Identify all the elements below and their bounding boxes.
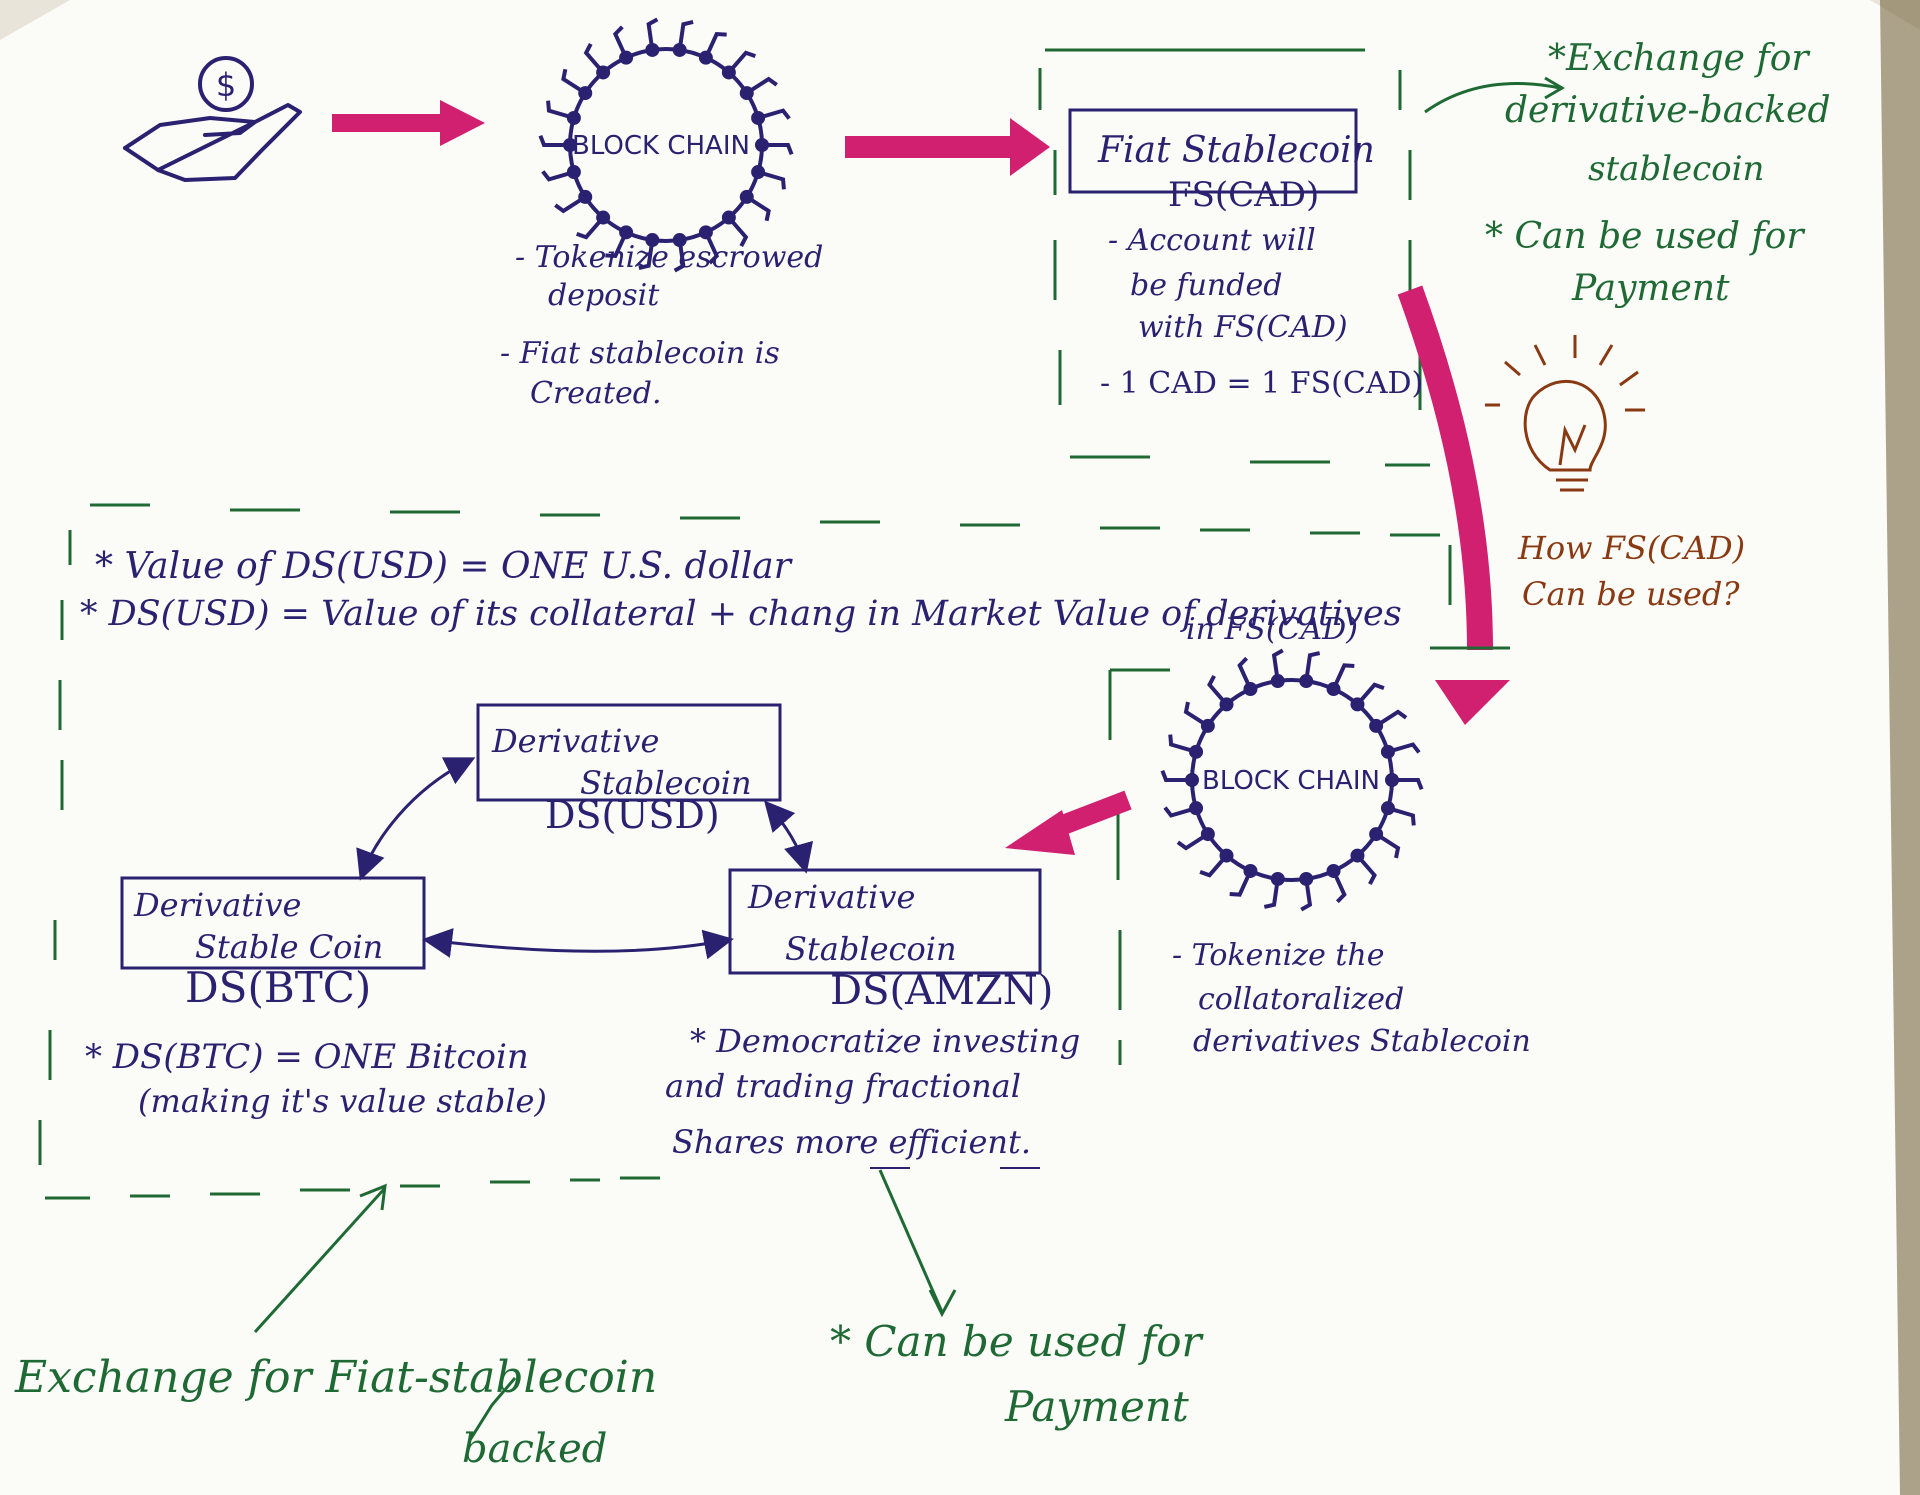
blockchain-1-note-2: deposit	[548, 278, 660, 313]
blockchain-1-note-3: - Fiat stablecoin is	[500, 336, 780, 371]
ds-amzn-title-1: Derivative	[748, 878, 916, 916]
ds-btc-title-2: Stable Coin	[195, 928, 384, 966]
ds-amzn-box	[728, 868, 1042, 975]
ds-usd-title-1: Derivative	[492, 722, 660, 760]
fiat-note-1: - Account will	[1108, 223, 1316, 258]
blockchain-2-note-3: derivatives Stablecoin	[1193, 1024, 1531, 1059]
ds-amzn-note-2: and trading fractional	[665, 1067, 1021, 1105]
blockchain-1-note-1: - Tokenize escrowed	[515, 240, 824, 275]
ds-usd-title-2: Stablecoin	[580, 764, 752, 802]
fiat-note-4: - 1 CAD = 1 FS(CAD)	[1100, 366, 1424, 401]
ds-btc-note-1: * DS(BTC) = ONE Bitcoin	[85, 1037, 529, 1077]
value-line-3: in FS(CAD)	[1186, 612, 1358, 647]
ds-amzn-code: DS(AMZN)	[830, 968, 1054, 1014]
ds-amzn-title-2: Stablecoin	[785, 930, 957, 968]
bottom-arrows	[253, 1169, 957, 1441]
blockchain-2-label: BLOCK CHAIN	[1202, 766, 1380, 796]
fiat-stablecoin-box	[1068, 108, 1358, 194]
arrow-hand-to-blockchain	[332, 100, 485, 146]
ds-btc-box	[120, 876, 426, 970]
arrow-blockchain-to-fiat	[845, 118, 1050, 176]
payment-text-2: Payment	[1005, 1382, 1189, 1431]
idea-note-1: How FS(CAD)	[1518, 529, 1746, 567]
fiat-note-2: be funded	[1130, 268, 1283, 303]
ds-btc-code: DS(BTC)	[185, 963, 372, 1012]
exchange-note-4: * Can be used for	[1485, 216, 1804, 257]
blockchain-circle-icon	[538, 17, 794, 273]
idea-note-2: Can be used?	[1522, 575, 1740, 613]
blockchain-1-label: BLOCK CHAIN	[572, 131, 750, 161]
arrow-fiat-to-blockchain-2	[1397, 285, 1510, 725]
ds-usd-code: DS(USD)	[545, 793, 720, 837]
exchange-note-3: stablecoin	[1588, 149, 1765, 189]
blockchain-circle-icon	[1160, 648, 1424, 912]
lightbulb-icon	[1485, 335, 1645, 492]
ds-btc-note-2: (making it's value stable)	[138, 1082, 547, 1120]
arrow-to-exchange-note	[1424, 82, 1561, 114]
fiat-note-3: with FS(CAD)	[1138, 310, 1348, 345]
blockchain-1-note-4: Created.	[530, 376, 662, 411]
hand-holding-dollar-icon: $	[123, 56, 302, 182]
fiat-stablecoin-code: FS(CAD)	[1168, 175, 1320, 215]
blockchain-2-note-2: collatoralized	[1198, 982, 1405, 1017]
exchange-fiat-text: Exchange for Fiat-stablecoin	[15, 1352, 658, 1403]
ds-btc-title-1: Derivative	[134, 886, 302, 924]
value-line-2: * DS(USD) = Value of its collateral + ch…	[80, 594, 1402, 634]
blockchain-2-note-1: - Tokenize the	[1172, 938, 1385, 973]
ds-amzn-note-1: * Democratize investing	[690, 1022, 1081, 1060]
arrow-blockchain-to-amzn	[1005, 790, 1132, 855]
exchange-note-5: Payment	[1572, 268, 1730, 309]
ds-connectors	[356, 757, 814, 960]
value-line-1: * Value of DS(USD) = ONE U.S. dollar	[95, 546, 791, 587]
svg-text:$: $	[216, 66, 236, 104]
fiat-section-frame	[1038, 48, 1430, 467]
payment-text-1: * Can be used for	[830, 1317, 1202, 1366]
backed-text: backed	[462, 1426, 608, 1472]
derivatives-section-frame	[38, 503, 1510, 1200]
ds-amzn-note-3: Shares more efficient.	[672, 1123, 1032, 1161]
fiat-stablecoin-title: Fiat Stablecoin	[1098, 130, 1375, 171]
exchange-note-2: derivative-backed	[1505, 90, 1831, 131]
exchange-note-1: *Exchange for	[1548, 38, 1809, 79]
